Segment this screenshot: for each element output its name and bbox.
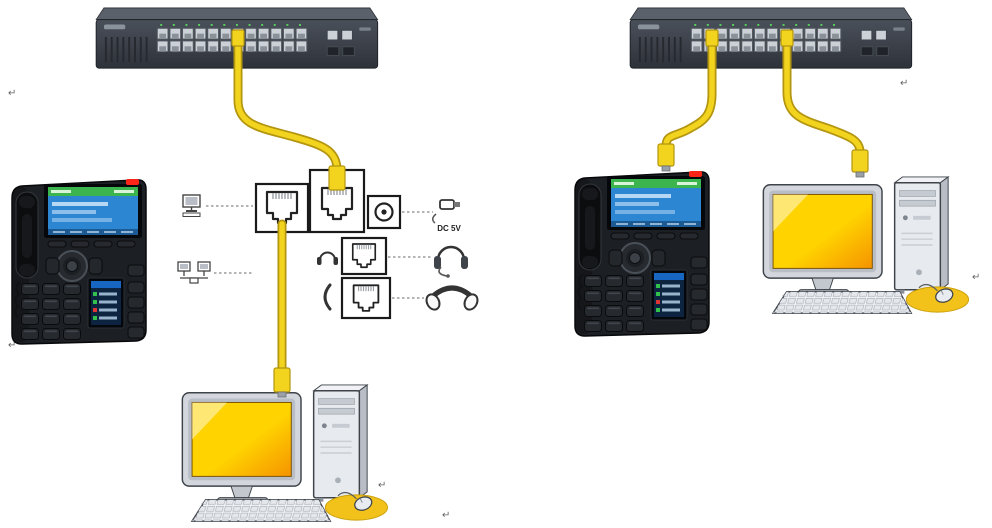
rj45-plug-internet-port xyxy=(328,165,346,191)
ip-phone-left xyxy=(10,178,148,345)
handset-icon xyxy=(323,283,332,311)
computer-icon xyxy=(182,194,201,217)
rj45-plug-switch-left xyxy=(231,29,245,47)
handset-port xyxy=(340,276,392,320)
rj45-connectors xyxy=(273,143,869,398)
paragraph-mark: ↵ xyxy=(8,88,16,99)
rj45-connector-to-phone-right xyxy=(657,143,675,172)
paragraph-mark: ↵ xyxy=(442,510,450,521)
power-plug-icon xyxy=(432,199,460,224)
paragraph-marks: ↵ ↵ ↵ ↵ ↵ ↵ xyxy=(8,78,980,521)
ip-phone-right xyxy=(573,170,711,337)
rj45-plugs xyxy=(231,29,794,191)
dc-5v-label: DC 5V xyxy=(437,224,461,233)
ethernet-switch-right xyxy=(629,6,913,70)
panel-dotted-lines xyxy=(206,205,433,299)
cable-switch-to-computer-right xyxy=(782,35,865,157)
desktop-computer-left xyxy=(181,384,389,522)
rj45-connector-to-computer-right xyxy=(851,149,869,178)
paragraph-mark: ↵ xyxy=(900,78,908,89)
rj45-plug-switch-right-2 xyxy=(780,29,794,47)
handset-illustration-icon xyxy=(425,285,479,311)
paragraph-mark: ↵ xyxy=(378,480,386,491)
desktop-computer-right xyxy=(762,176,970,314)
paragraph-mark: ↵ xyxy=(8,340,16,351)
headset-icon xyxy=(317,251,338,265)
cable-switch-to-internet-port xyxy=(233,35,342,175)
cable-switch-to-phone-right xyxy=(661,35,717,151)
lan-icon xyxy=(177,261,211,284)
phone-port-panel: DC 5V xyxy=(177,168,479,320)
ethernet-cables xyxy=(233,35,865,375)
headset-illustration-icon xyxy=(434,245,468,278)
rj45-plug-switch-right-1 xyxy=(705,29,719,47)
paragraph-mark: ↵ xyxy=(972,272,980,283)
headset-port xyxy=(340,236,388,276)
rj45-connector-to-computer-left xyxy=(273,367,291,398)
power-jack xyxy=(366,194,402,230)
